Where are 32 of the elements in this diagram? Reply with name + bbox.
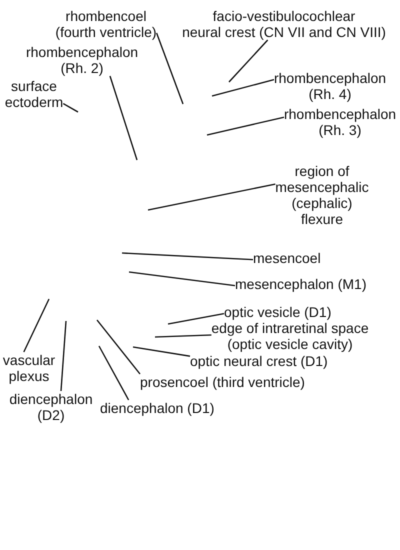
- structure-label: rhombencephalon (Rh. 2): [26, 44, 138, 76]
- leader-line: [128, 271, 236, 286]
- leader-line: [109, 76, 138, 160]
- structure-label: region of mesencephalic (cephalic) flexure: [275, 163, 369, 227]
- structure-label: facio-vestibulocochlear neural crest (CN VII and CN VIII): [182, 8, 386, 40]
- structure-label: surface ectoderm: [4, 78, 64, 110]
- structure-label: diencephalon (D1): [100, 400, 214, 416]
- leader-line: [154, 334, 212, 338]
- leader-line: [156, 32, 184, 104]
- structure-label: rhombencephalon (Rh. 3): [284, 106, 396, 138]
- leader-line: [212, 78, 274, 97]
- leader-line: [62, 103, 78, 113]
- leader-line: [96, 320, 140, 374]
- structure-label: optic neural crest (D1): [190, 353, 328, 369]
- leader-line: [132, 346, 190, 357]
- structure-label: mesencoel: [253, 250, 321, 266]
- leader-line: [168, 312, 224, 325]
- leader-line: [228, 40, 268, 82]
- leader-line: [148, 183, 276, 211]
- structure-label: rhombencoel (fourth ventricle): [55, 8, 157, 40]
- structure-label: prosencoel (third ventricle): [140, 374, 305, 390]
- leader-line: [98, 346, 130, 400]
- structure-label: rhombencephalon (Rh. 4): [274, 70, 386, 102]
- structure-label: edge of intraretinal space (optic vesicle cavity): [211, 320, 369, 352]
- structure-label: vascular plexus: [2, 352, 56, 384]
- leader-line: [60, 320, 67, 392]
- leader-line: [23, 298, 50, 352]
- leader-line: [206, 116, 284, 136]
- structure-label: optic vesicle (D1): [224, 304, 332, 320]
- leader-line: [122, 252, 254, 260]
- structure-label: mesencephalon (M1): [235, 276, 367, 292]
- structure-label: diencephalon (D2): [9, 391, 93, 423]
